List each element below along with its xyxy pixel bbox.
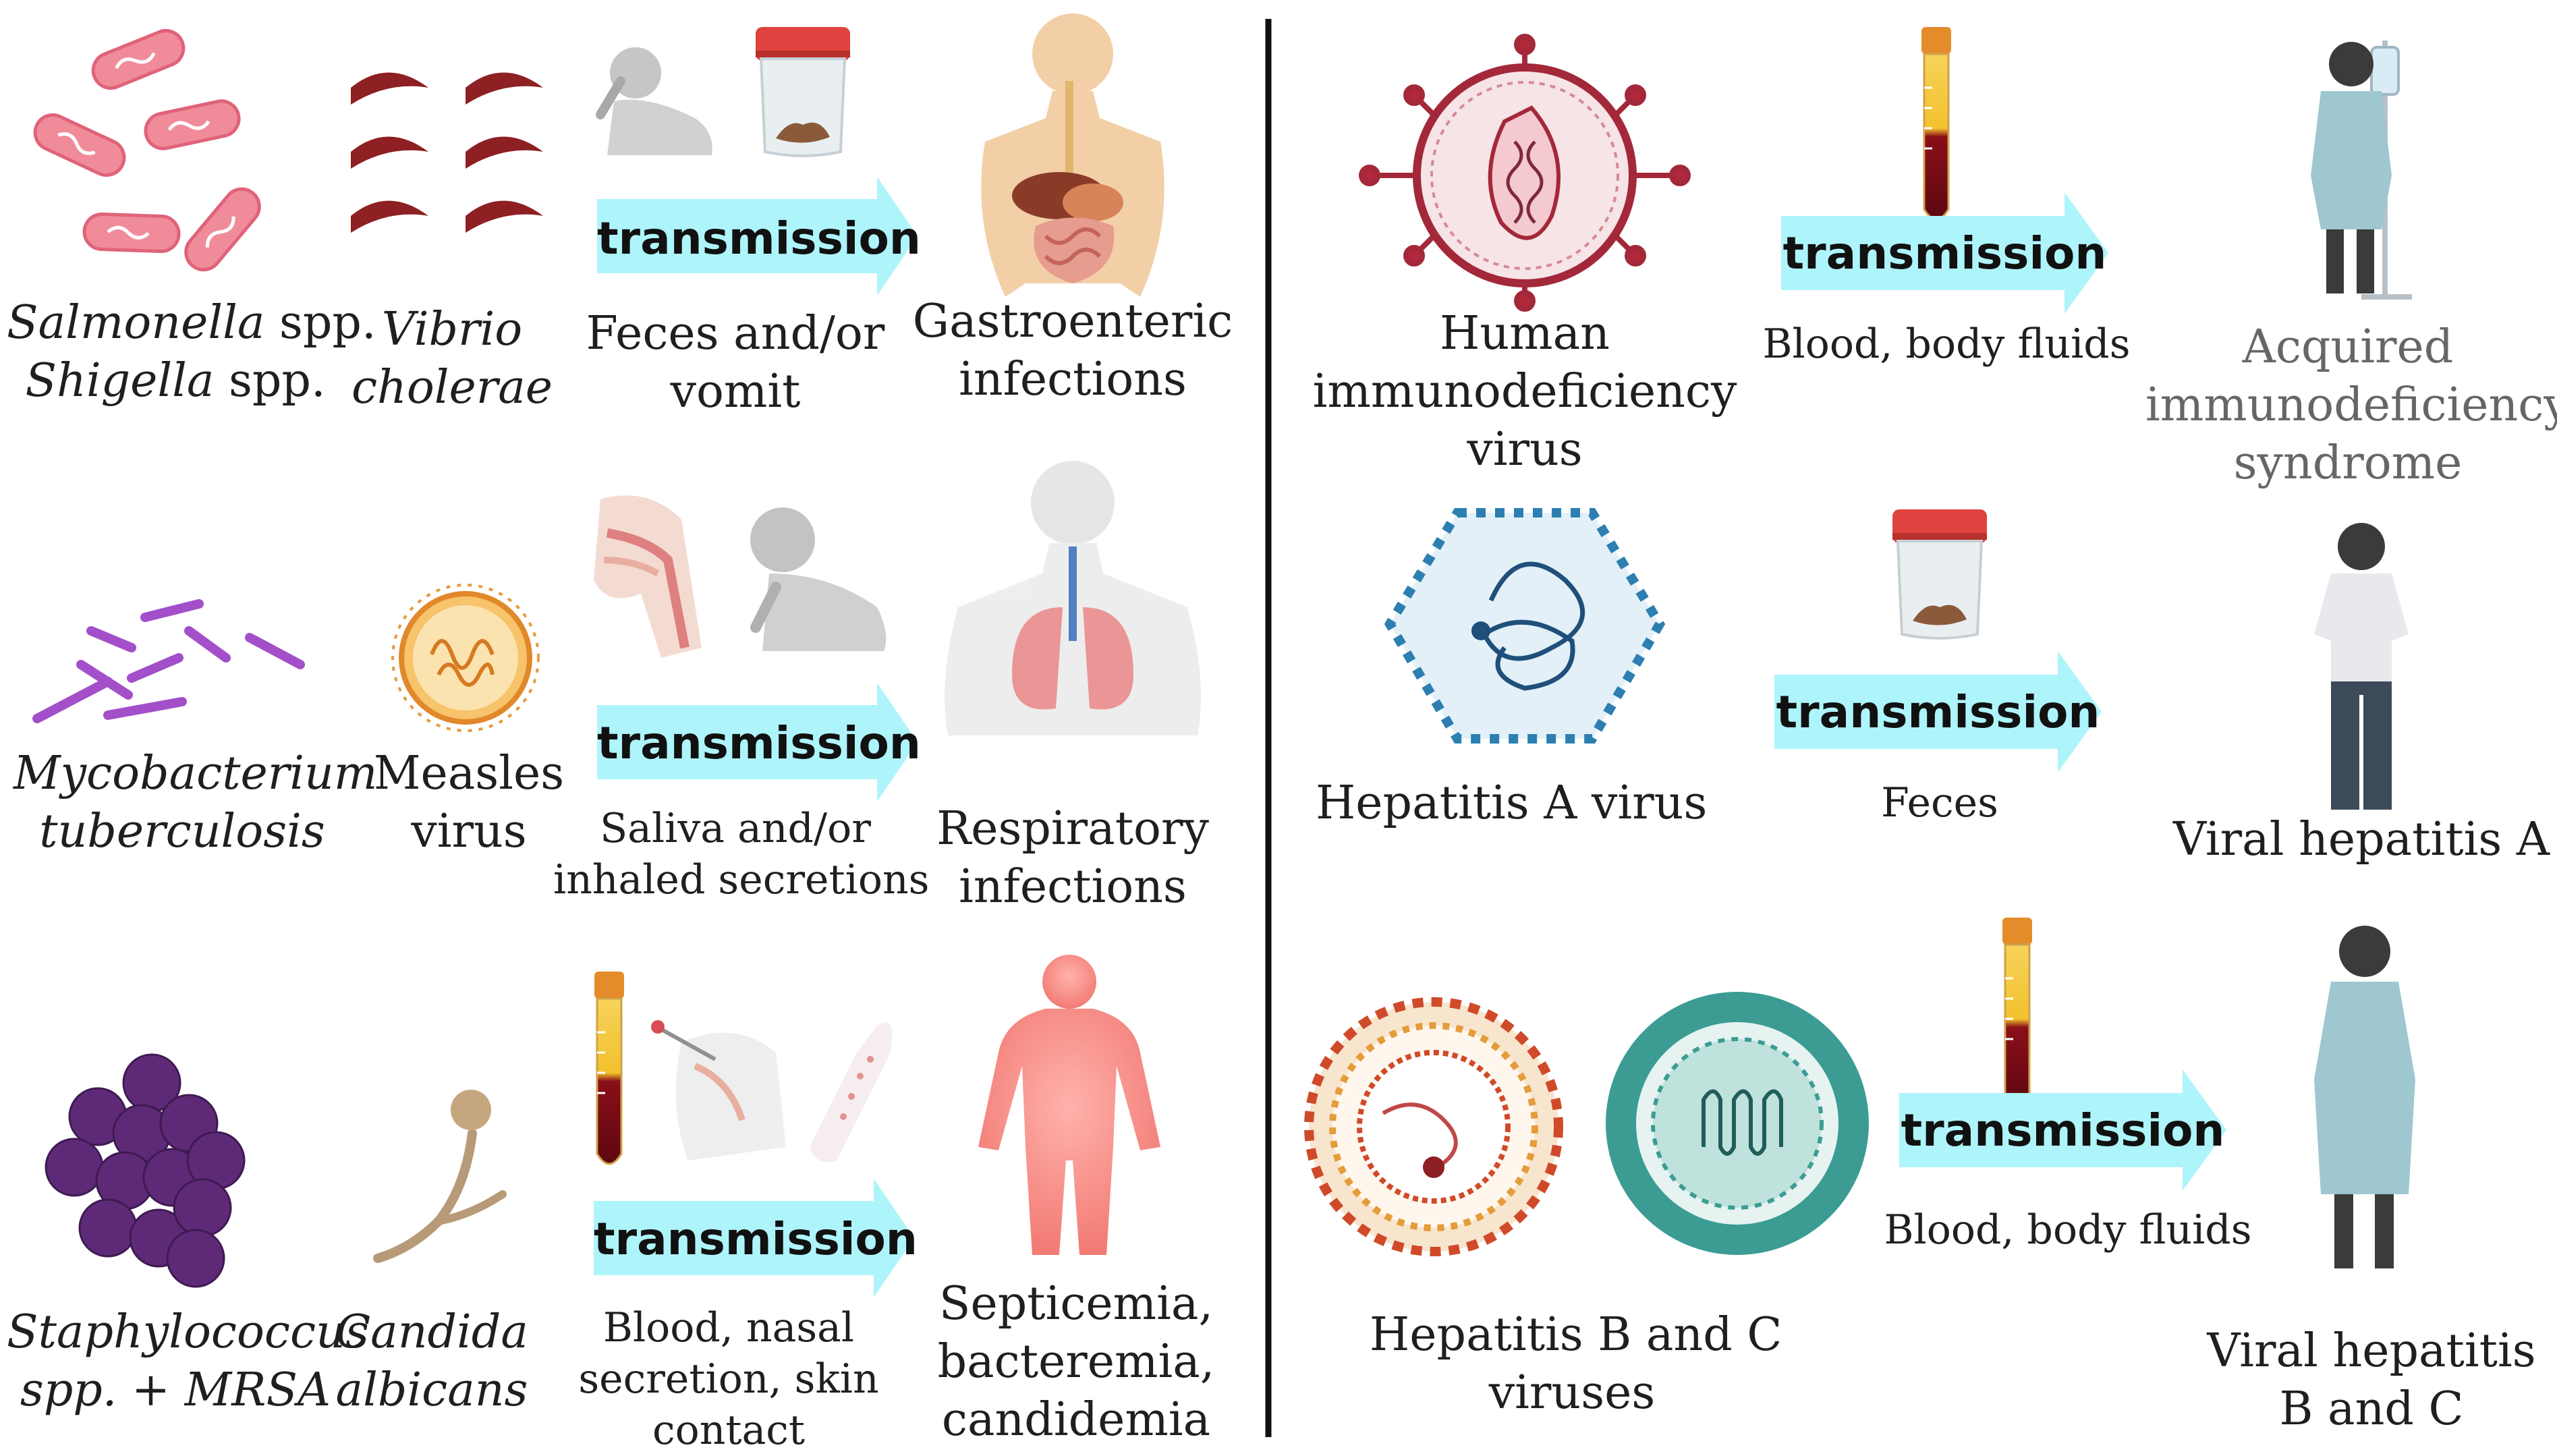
disease-hepatitis-a: Viral hepatitis A: [2173, 813, 2550, 866]
vomiting-person-icon: [596, 47, 712, 155]
hbv-virion-icon: [1304, 997, 1563, 1256]
arrow-label-5: transmission: [1776, 686, 2100, 738]
transmission-arrow-2: [597, 683, 918, 802]
route-blood-fluids-2: Blood, body fluids: [1884, 1206, 2252, 1254]
coughing-person-icon: [750, 507, 887, 651]
hiv-virion-icon: [1359, 34, 1691, 312]
blood-tube-icon: [1920, 26, 1952, 221]
blood-tube-icon: [2001, 916, 2033, 1111]
blood-tube-icon: [593, 970, 625, 1165]
vibrio-comma-icon: [351, 72, 543, 233]
arrow-label-3: transmission: [594, 1213, 918, 1265]
mycobacterium-rod-icon: [32, 599, 305, 723]
stool-container-icon: [754, 26, 851, 157]
respiratory-tract-icon: [594, 495, 702, 658]
label-hav: Hepatitis A virus: [1316, 777, 1708, 830]
staph-cocci-icon: [45, 1053, 246, 1288]
skin-arm-icon: [810, 1022, 893, 1163]
route-feces: Feces: [1881, 779, 1998, 827]
standing-person-icon: [2314, 523, 2409, 810]
route-blood-fluids-1: Blood, body fluids: [1762, 320, 2131, 368]
transmission-arrow-6: [1899, 1069, 2226, 1191]
disease-septicemia: Septicemia,bacteremia,candidemia: [937, 1277, 1215, 1447]
arrow-label-1: transmission: [597, 213, 921, 264]
transmission-arrow-1: [597, 177, 918, 296]
digestive-system-icon: [981, 13, 1164, 297]
salmonella-rod-icon: [33, 29, 261, 272]
hav-virion-icon: [1384, 508, 1666, 744]
nasal-swab-icon: [651, 1020, 786, 1160]
candida-hypha-icon: [373, 1090, 507, 1263]
arrow-label-2: transmission: [597, 717, 921, 769]
transmission-arrow-3: [594, 1179, 914, 1297]
transmission-arrow-5: [1774, 651, 2102, 773]
transmission-arrow-4: [1781, 192, 2108, 314]
arrow-label-4: transmission: [1782, 227, 2107, 279]
stool-container-icon: [1891, 508, 1988, 640]
label-salmonella-shigella: Salmonella spp. Shigella spp.: [7, 296, 376, 408]
body-sepsis-icon: [978, 955, 1160, 1255]
arrow-label-6: transmission: [1901, 1104, 2225, 1156]
patient-gown-icon: [2314, 926, 2415, 1268]
hcv-virion-icon: [1606, 992, 1869, 1255]
lungs-body-icon: [945, 461, 1201, 735]
measles-virus-icon: [391, 584, 540, 732]
patient-iv-icon: [2311, 40, 2412, 300]
